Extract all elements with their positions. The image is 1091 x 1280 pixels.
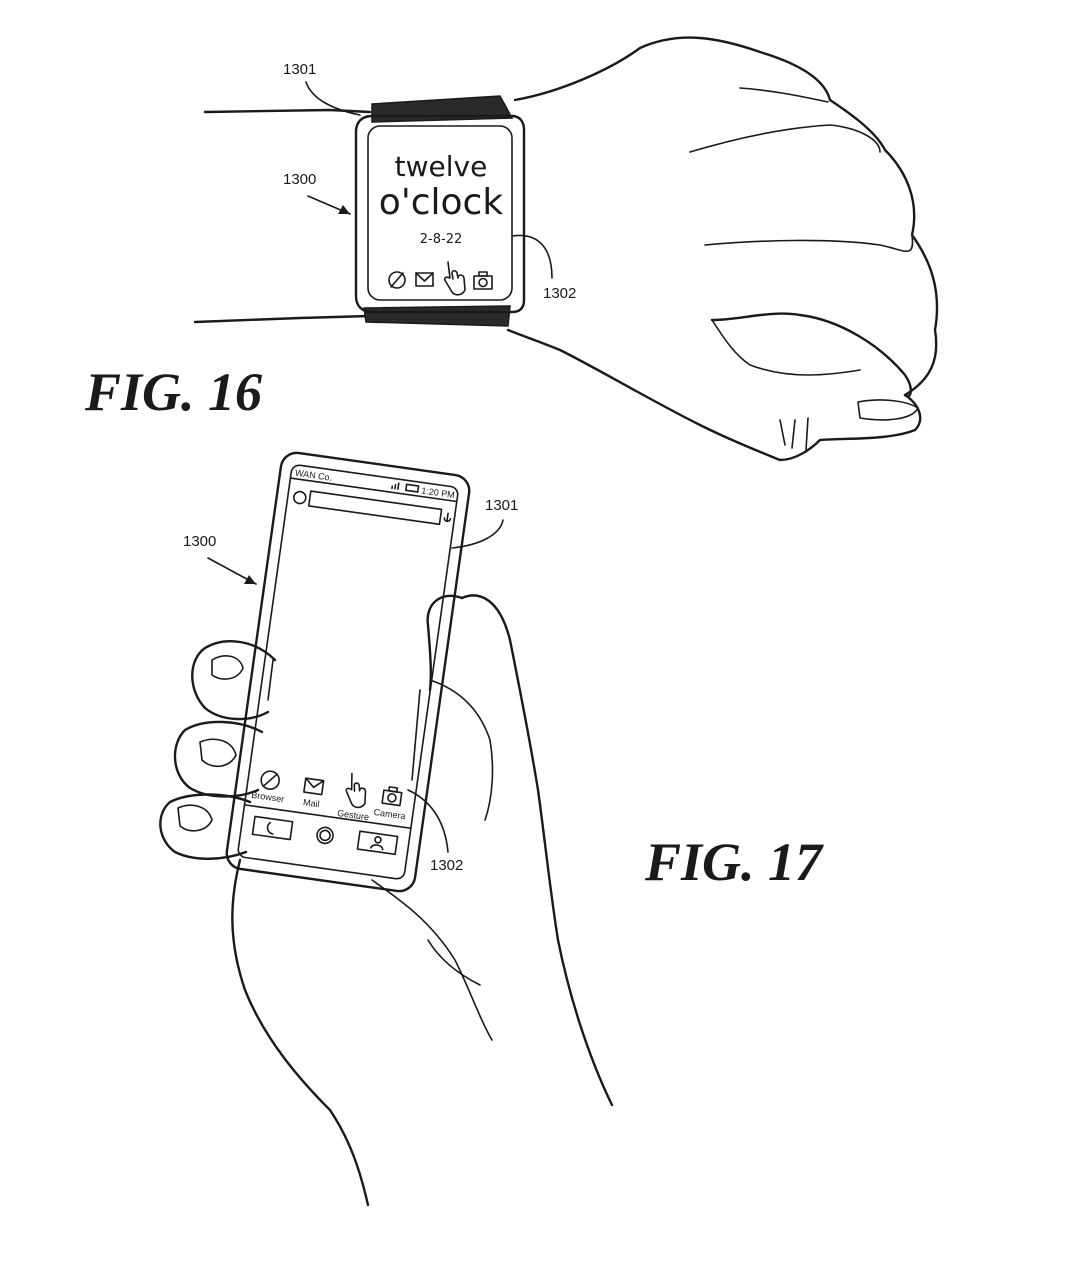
battery-icon bbox=[405, 483, 420, 493]
watch-band-top bbox=[371, 95, 514, 123]
watch-screen[interactable] bbox=[367, 125, 513, 301]
leader-1301-fig16 bbox=[305, 81, 361, 116]
ref-1300-fig16: 1300 bbox=[283, 171, 316, 188]
arrowhead-1300-fig16 bbox=[338, 205, 350, 214]
app-mail-label: Mail bbox=[303, 797, 321, 809]
ref-1300-fig17: 1300 bbox=[183, 533, 216, 550]
app-camera-label: Camera bbox=[373, 807, 406, 821]
fig16-group: twelve o'clock 2-8-22 1301 1300 1302 FIG… bbox=[84, 36, 939, 462]
app-mail[interactable]: Mail bbox=[302, 777, 325, 809]
phone-screen[interactable] bbox=[237, 464, 459, 880]
thumb-inner-line bbox=[711, 319, 861, 376]
dock-divider bbox=[243, 804, 412, 830]
ref-1302-fig17: 1302 bbox=[430, 857, 463, 874]
gesture-hand-icon[interactable] bbox=[444, 261, 466, 296]
app-camera[interactable]: Camera bbox=[373, 785, 409, 821]
fig17-label: FIG. 17 bbox=[644, 832, 824, 892]
finger-line-1 bbox=[689, 124, 881, 153]
palm-inner-line bbox=[371, 879, 493, 1041]
app-browser[interactable]: Browser bbox=[251, 769, 288, 804]
side-edge-right bbox=[411, 689, 421, 781]
arm-left-line bbox=[231, 858, 370, 1207]
hand-outline bbox=[506, 36, 939, 462]
signal-icon bbox=[391, 482, 400, 490]
thumb-base-line bbox=[429, 679, 494, 821]
fingernail-2 bbox=[199, 738, 237, 768]
phone-device[interactable]: WAN Co. 1:20 PM Browser Mail Gesture bbox=[225, 451, 472, 893]
fig16-label: FIG. 16 bbox=[84, 362, 262, 422]
fig17-group: WAN Co. 1:20 PM Browser Mail Gesture bbox=[159, 451, 824, 1207]
watch-line2: o'clock bbox=[379, 182, 504, 223]
watch-band-bottom bbox=[363, 305, 511, 327]
phone-case bbox=[225, 451, 471, 893]
mail-icon[interactable] bbox=[415, 272, 434, 287]
side-edge-left bbox=[267, 659, 274, 701]
arm-right-line bbox=[460, 594, 614, 1107]
search-bar[interactable] bbox=[307, 490, 443, 526]
app-browser-label: Browser bbox=[251, 790, 285, 804]
fingernail-3 bbox=[177, 804, 213, 832]
ref-1301-fig16: 1301 bbox=[283, 61, 316, 78]
home-icon[interactable] bbox=[316, 826, 334, 845]
finger-3 bbox=[159, 793, 252, 860]
finger-2 bbox=[173, 720, 264, 798]
camera-icon[interactable] bbox=[473, 271, 493, 290]
status-bar-divider bbox=[289, 477, 458, 503]
phone-icon[interactable] bbox=[251, 815, 294, 841]
arrowhead-1300-fig17 bbox=[244, 575, 256, 584]
forearm-upper-line bbox=[203, 108, 372, 114]
thumb-on-phone bbox=[426, 594, 464, 692]
thumb-outline bbox=[710, 312, 912, 398]
contacts-icon[interactable] bbox=[356, 830, 399, 856]
google-circle-icon[interactable] bbox=[293, 490, 307, 505]
thumbnail bbox=[857, 399, 919, 421]
finger-1 bbox=[191, 640, 277, 721]
knuckle-line-1 bbox=[739, 87, 829, 103]
watch-case[interactable] bbox=[354, 114, 526, 314]
app-gesture[interactable]: Gesture bbox=[337, 772, 375, 822]
ref-1302-fig16: 1302 bbox=[543, 285, 576, 302]
finger-line-2 bbox=[704, 234, 914, 252]
leader-1302-fig17 bbox=[407, 789, 449, 853]
ref-1301-fig17: 1301 bbox=[485, 497, 518, 514]
time-label: 1:20 PM bbox=[421, 486, 456, 501]
leader-1301-fig17 bbox=[451, 519, 504, 549]
mic-icon[interactable] bbox=[443, 512, 452, 523]
browser-icon[interactable] bbox=[388, 271, 406, 289]
leader-1302-fig16 bbox=[511, 234, 553, 279]
fingernail-1 bbox=[211, 655, 244, 680]
watch-line1: twelve bbox=[395, 150, 488, 183]
forearm-lower-line bbox=[193, 314, 372, 324]
palm-crease bbox=[427, 939, 481, 986]
watch-date: 2-8-22 bbox=[420, 232, 462, 247]
wrist-crease bbox=[779, 417, 809, 451]
